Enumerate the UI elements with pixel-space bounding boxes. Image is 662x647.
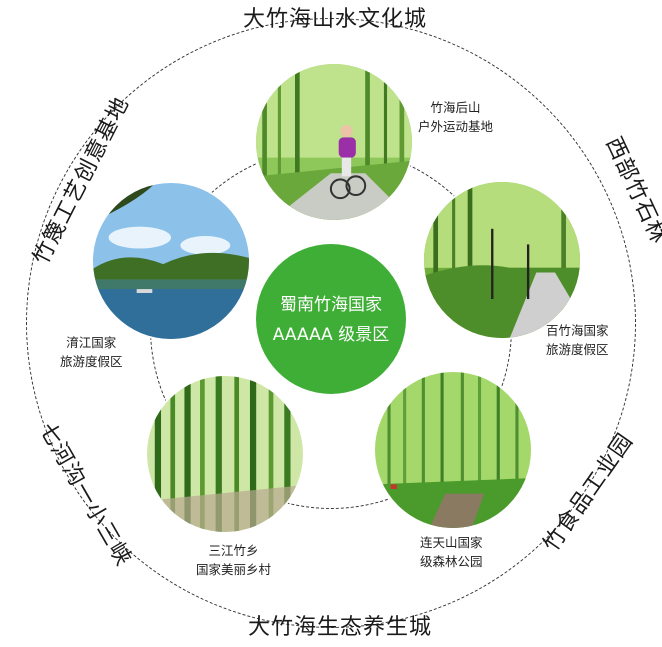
caption-line1: 连天山国家 xyxy=(420,535,483,550)
outer-label-top: 大竹海山水文化城 xyxy=(243,7,428,32)
photo-bamboo-road xyxy=(424,182,580,338)
caption-line2: 国家美丽乡村 xyxy=(196,562,272,577)
caption-line1: 百竹海国家 xyxy=(546,323,609,338)
caption-line2: 级森林公园 xyxy=(420,554,483,569)
caption-line2: 旅游度假区 xyxy=(546,342,609,357)
caption-line2: 户外运动基地 xyxy=(418,119,494,134)
photo-bamboo-forest xyxy=(147,376,303,532)
caption-node-1: 竹海后山 户外运动基地 xyxy=(418,98,493,136)
caption-node-5: 淯江国家 旅游度假区 xyxy=(60,333,123,371)
outer-label-bottom: 大竹海生态养生城 xyxy=(248,615,433,640)
caption-line1: 竹海后山 xyxy=(430,100,481,115)
caption-line1: 淯江国家 xyxy=(66,335,117,350)
center-line1: 蜀南竹海国家 xyxy=(280,295,382,315)
outer-ring xyxy=(26,18,636,628)
caption-line2: 旅游度假区 xyxy=(60,354,123,369)
photo-lake-boat xyxy=(93,183,249,339)
center-badge: 蜀南竹海国家 AAAAA 级景区 xyxy=(256,244,406,394)
photo-cyclist-bamboo-path xyxy=(256,64,412,220)
center-line2: AAAAA 级景区 xyxy=(272,325,390,345)
photo-bamboo-grove-steps xyxy=(375,372,531,528)
caption-node-4: 三江竹乡 国家美丽乡村 xyxy=(196,541,271,579)
caption-line1: 三江竹乡 xyxy=(208,543,259,558)
caption-node-3: 连天山国家 级森林公园 xyxy=(420,533,483,571)
caption-node-2: 百竹海国家 旅游度假区 xyxy=(546,321,609,359)
